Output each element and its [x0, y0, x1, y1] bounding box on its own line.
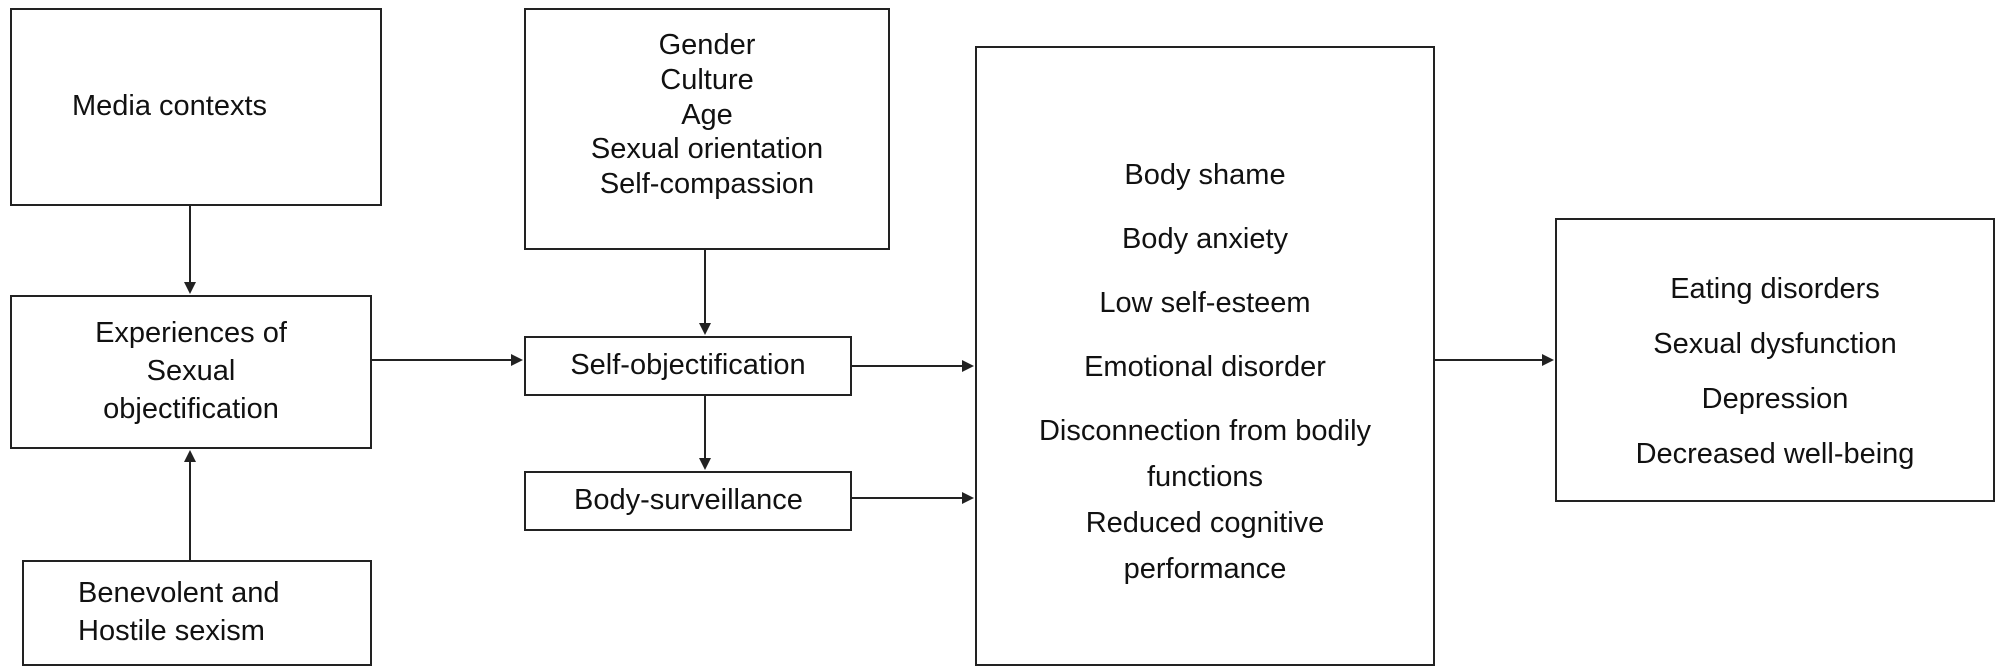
consequence-sexual-dysfunction: Sexual dysfunction	[1653, 328, 1897, 360]
outcome-reduced-cognitive-line-1: Reduced cognitive	[1085, 507, 1325, 539]
experiences-line-2: Sexual	[146, 355, 236, 388]
outcome-reduced-cognitive-line-2: performance	[1123, 553, 1287, 585]
consequence-eating-disorders: Eating disorders	[1670, 273, 1880, 305]
consequences-box: Eating disorders Sexual dysfunction Depr…	[1555, 218, 1995, 502]
moderator-culture: Culture	[660, 63, 754, 96]
sexism-line-1: Benevolent and	[78, 577, 280, 610]
body-surveillance-box: Body-surveillance	[524, 471, 852, 531]
moderator-self-compassion: Self-compassion	[599, 168, 815, 201]
moderators-box: Gender Culture Age Sexual orientation Se…	[524, 8, 890, 250]
experiences-line-1: Experiences of	[95, 317, 287, 350]
experiences-line-3: objectification	[103, 392, 279, 425]
self-objectification-box: Self-objectification	[524, 336, 852, 396]
sexism-box: Benevolent and Hostile sexism	[22, 560, 372, 666]
outcome-body-shame: Body shame	[1124, 159, 1286, 191]
consequence-depression: Depression	[1701, 383, 1849, 415]
moderator-age: Age	[681, 98, 733, 131]
outcome-body-anxiety: Body anxiety	[1121, 223, 1289, 255]
outcome-emotional-disorder: Emotional disorder	[1084, 351, 1326, 383]
moderator-gender: Gender	[658, 29, 756, 61]
outcome-disconnection-line-1: Disconnection from bodily	[1038, 415, 1372, 447]
media-contexts-label: Media contexts	[72, 90, 268, 123]
sexism-line-2: Hostile sexism	[78, 615, 265, 647]
media-contexts-box: Media contexts	[10, 8, 382, 206]
moderator-sexual-orientation: Sexual orientation	[590, 133, 824, 166]
self-objectification-label: Self-objectification	[570, 349, 806, 382]
outcome-low-self-esteem: Low self-esteem	[1099, 287, 1311, 319]
psychological-outcomes-box: Body shame Body anxiety Low self-esteem …	[975, 46, 1435, 666]
outcome-disconnection-line-2: functions	[1146, 461, 1264, 493]
consequence-decreased-well-being: Decreased well-being	[1635, 438, 1915, 470]
experiences-of-sexual-objectification-box: Experiences of Sexual objectification	[10, 295, 372, 449]
body-surveillance-label: Body-surveillance	[574, 484, 803, 517]
